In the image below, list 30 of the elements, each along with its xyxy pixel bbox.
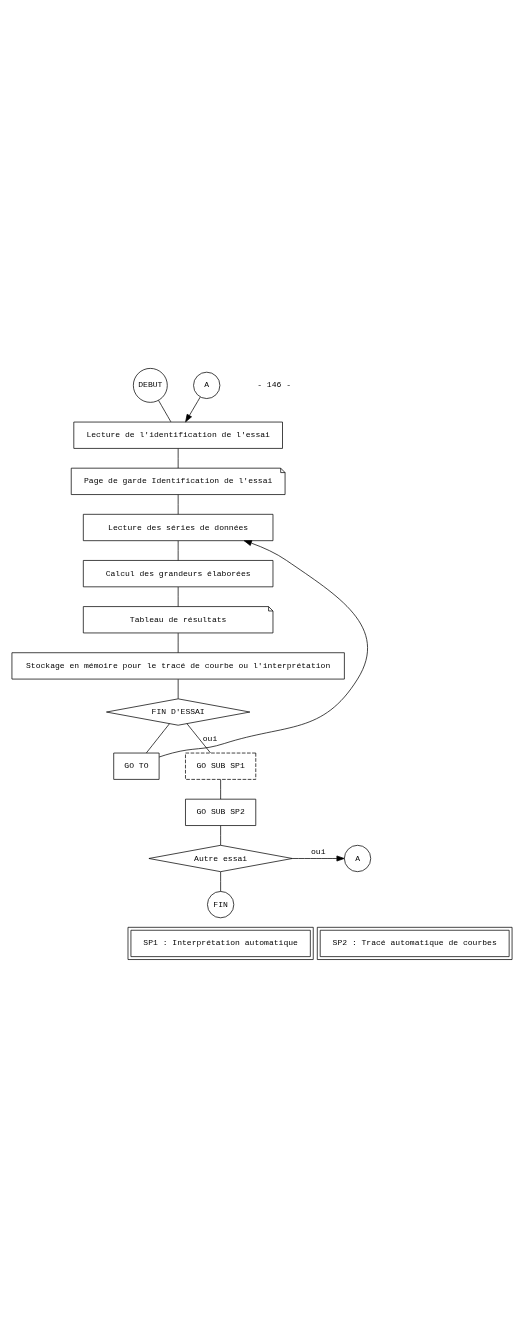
node-box: GO TO <box>112 752 159 780</box>
node-diamond: Autre essai <box>148 844 293 873</box>
node-box: Lecture des séries de données <box>82 513 273 542</box>
connector <box>177 632 178 653</box>
arrow <box>184 396 201 423</box>
connector <box>145 723 170 754</box>
arrow <box>291 855 345 862</box>
edge-label: oui <box>202 734 217 744</box>
node-box: Calcul des grandeurs élaborées <box>82 560 273 588</box>
node-circle: A <box>343 844 371 873</box>
connector <box>177 448 178 469</box>
node-box: Lecture de l'identification de l'essai <box>72 421 283 449</box>
connector <box>219 825 221 846</box>
connector <box>219 779 221 800</box>
edge-label: oui <box>310 846 326 856</box>
node-box: GO SUB SP2 <box>184 798 256 826</box>
node-box: GO SUB SP1 <box>184 752 256 780</box>
arrow <box>158 540 368 758</box>
node-circle: FIN <box>206 891 234 919</box>
node-circle: DEBUT <box>132 368 168 403</box>
connector <box>177 586 178 607</box>
connector <box>177 540 178 561</box>
node-box: Stockage en mémoire pour le tracé de courbe ou l'interprétation <box>11 652 345 680</box>
connector <box>219 871 221 892</box>
node-circle: A <box>192 371 220 399</box>
node-diamond: FIN D'ESSAI <box>105 698 250 726</box>
label: - 146 - <box>256 380 291 390</box>
connector <box>177 494 178 515</box>
connector <box>186 723 211 754</box>
connector <box>157 400 171 423</box>
